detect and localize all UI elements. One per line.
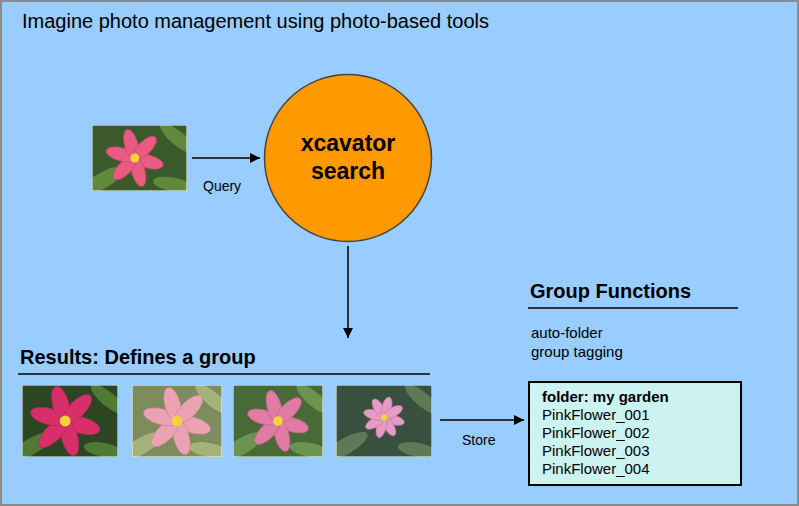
label: Store (462, 432, 495, 448)
photo-edge (336, 385, 432, 457)
flower-center (172, 416, 183, 427)
label: Results: Defines a group (20, 346, 256, 369)
flower-photo (92, 125, 187, 191)
label: Group Functions (530, 280, 691, 303)
leaf (188, 439, 222, 457)
leaf (156, 125, 187, 158)
photo-group (6, 119, 444, 466)
flower-photo (233, 385, 323, 457)
flower-photo (132, 385, 222, 457)
leaf (397, 439, 432, 457)
flower-center (381, 414, 387, 420)
photo-edge (22, 385, 118, 457)
photo-edge (132, 385, 222, 457)
flower-center (130, 154, 139, 163)
leaf (152, 174, 187, 191)
label: group tagging (531, 343, 623, 360)
flower-photo (22, 385, 118, 457)
folder-heading: folder: my garden (542, 388, 730, 406)
leaf (401, 385, 432, 419)
search-circle: xcavator search (263, 73, 433, 243)
petal (58, 390, 96, 428)
file-name: PinkFlower_002 (542, 424, 730, 442)
heading-rule (528, 307, 738, 309)
circle-shape (265, 75, 432, 242)
store-arrow (440, 419, 524, 421)
petal (170, 391, 207, 428)
flower-center (273, 416, 283, 426)
file-name: PinkFlower_001 (542, 406, 730, 424)
leaf (336, 427, 371, 457)
query-arrow (192, 157, 260, 159)
leaf (83, 439, 118, 457)
leaf (289, 439, 323, 457)
file-name: PinkFlower_003 (542, 442, 730, 460)
label: Query (203, 178, 241, 194)
photo-edge (92, 125, 187, 191)
petal (381, 403, 405, 422)
flower-photo (336, 385, 432, 457)
title: Imagine photo management using photo-bas… (22, 10, 489, 33)
label: auto-folder (531, 324, 603, 341)
photo-edge (233, 385, 323, 457)
heading-rule (18, 373, 430, 375)
petal (129, 132, 160, 163)
circle-text: xcavator search (283, 130, 413, 185)
leaf (87, 385, 118, 419)
file-name: PinkFlower_004 (542, 460, 730, 478)
folder-box: folder: my gardenPinkFlower_001PinkFlowe… (528, 381, 742, 486)
results-arrow (347, 246, 349, 338)
flower-center (60, 416, 71, 427)
petal (272, 394, 306, 428)
